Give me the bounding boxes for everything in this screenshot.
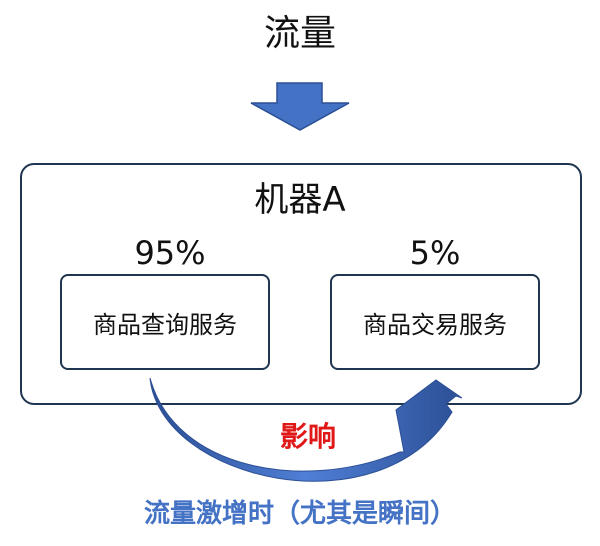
query-service-share: 95% <box>134 234 206 272</box>
trade-service-box: 商品交易服务 <box>330 274 540 370</box>
traffic-label: 流量 <box>263 13 336 54</box>
footer-caption: 流量激增时（尤其是瞬间） <box>143 499 456 529</box>
query-service-box: 商品查询服务 <box>60 274 270 370</box>
query-service-name: 商品查询服务 <box>93 310 237 339</box>
machine-title: 机器A <box>254 180 346 220</box>
machine-box <box>20 163 582 405</box>
curved-arrow-icon <box>149 377 463 482</box>
trade-service-share: 5% <box>409 234 461 272</box>
impact-label: 影响 <box>279 420 336 453</box>
down-arrow-icon <box>250 82 350 131</box>
trade-service-name: 商品交易服务 <box>363 310 507 339</box>
